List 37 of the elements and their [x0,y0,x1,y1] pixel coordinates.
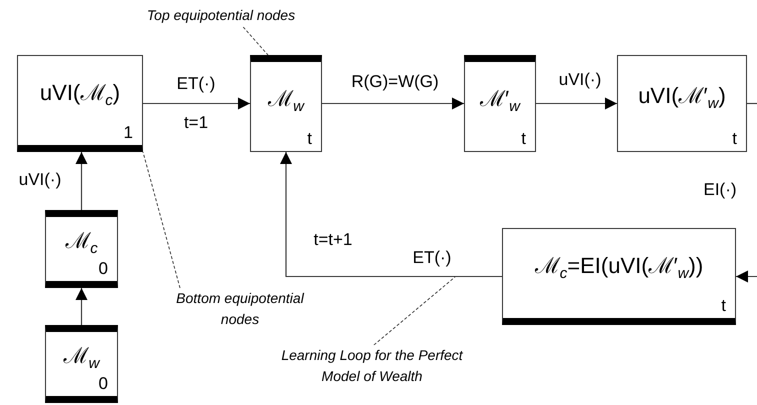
edge-label: R(G)=W(G) [350,72,440,92]
process-box [250,55,322,152]
formula-text: ℳ$_{w}$ [64,342,100,373]
process-box [464,55,536,152]
formula-text: uVI(ℳ′$_{w}$) [638,82,726,112]
arrow [280,152,502,278]
formula-text: uVI(ℳ$_{c}$) [40,78,120,110]
time-index: t [721,296,726,316]
edge-label: ET(·) [176,74,216,94]
arrow [322,98,464,110]
arrow [736,270,757,282]
edge-label: uVI(·) [18,170,62,190]
formula-text: ℳ$_{c}$=EI(uVI(ℳ′$_{w}$)) [534,252,704,282]
formula-text: ℳ′$_{w}$ [480,84,520,116]
arrow [76,152,88,210]
leader-line [142,152,180,288]
time-index: t [521,129,526,149]
time-index: t [307,129,312,149]
formula-text: ℳ$_{c}$ [65,227,98,258]
time-index: 1 [124,123,133,143]
leader-line [242,26,268,56]
leader-line [374,276,456,346]
arrow [143,98,250,110]
time-index: 0 [98,374,108,394]
process-box [502,228,736,325]
process-box [45,325,118,403]
arrow [76,288,88,325]
time-index: t [732,129,737,149]
edge-label: uVI(·) [558,70,602,90]
edge-label: ET(·) [412,248,452,268]
step-label: EI(·) [702,180,738,200]
process-box [17,55,143,152]
process-box [45,210,118,288]
time-index: 0 [98,259,108,279]
arrow [536,98,617,110]
process-box [617,55,747,152]
formula-text: ℳ$_{w}$ [268,84,304,116]
